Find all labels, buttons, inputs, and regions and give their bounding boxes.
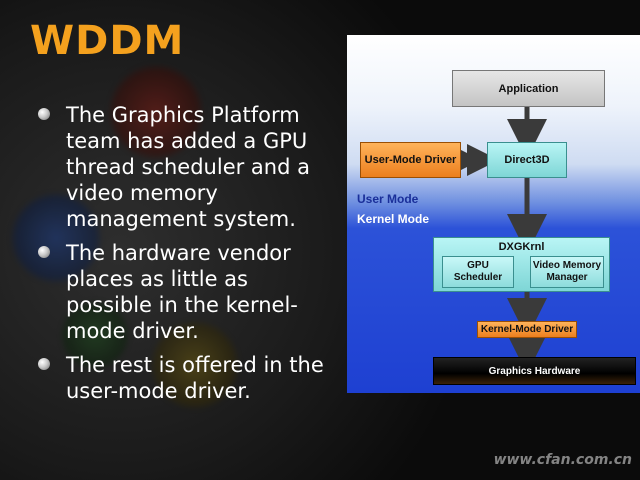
user-mode-label: User Mode: [357, 192, 419, 206]
decorative-orb-yellow: [150, 320, 240, 410]
decorative-orb-blue: [10, 192, 102, 284]
application-box: Application: [452, 70, 605, 107]
kernel-mode-driver-box: Kernel-Mode Driver: [477, 321, 577, 338]
bullet-icon: [38, 246, 50, 258]
bullet-text: The hardware vendor places as little as …: [66, 241, 298, 343]
bullet-text: The Graphics Platform team has added a G…: [66, 103, 310, 231]
bullet-icon: [38, 108, 50, 120]
bullet-icon: [38, 358, 50, 370]
user-mode-driver-box: User-Mode Driver: [360, 142, 461, 178]
diagram-connectors: [449, 107, 547, 374]
direct3d-box: Direct3D: [487, 142, 567, 178]
bullet-item: The hardware vendor places as little as …: [36, 240, 336, 344]
decorative-orb-green: [60, 300, 130, 370]
bullet-item: The rest is offered in the user-mode dri…: [36, 352, 336, 404]
bullet-text: The rest is offered in the user-mode dri…: [66, 353, 324, 403]
bullet-list: The Graphics Platform team has added a G…: [36, 102, 336, 412]
watermark: www.cfan.com.cn: [493, 452, 632, 468]
slide-title: WDDM: [30, 18, 185, 64]
bullet-item: The Graphics Platform team has added a G…: [36, 102, 336, 232]
dxgkrnl-label: DXGKrnl: [498, 241, 545, 253]
decorative-orb-red: [108, 64, 204, 160]
video-memory-manager-box: Video Memory Manager: [530, 256, 604, 288]
kernel-mode-label: Kernel Mode: [357, 212, 430, 226]
wddm-architecture-diagram: Application User-Mode Driver Direct3D Us…: [347, 35, 640, 393]
gpu-scheduler-box: GPU Scheduler: [442, 256, 514, 288]
dxgkrnl-box: DXGKrnl GPU Scheduler Video Memory Manag…: [433, 237, 610, 292]
graphics-hardware-box: Graphics Hardware: [433, 357, 636, 385]
